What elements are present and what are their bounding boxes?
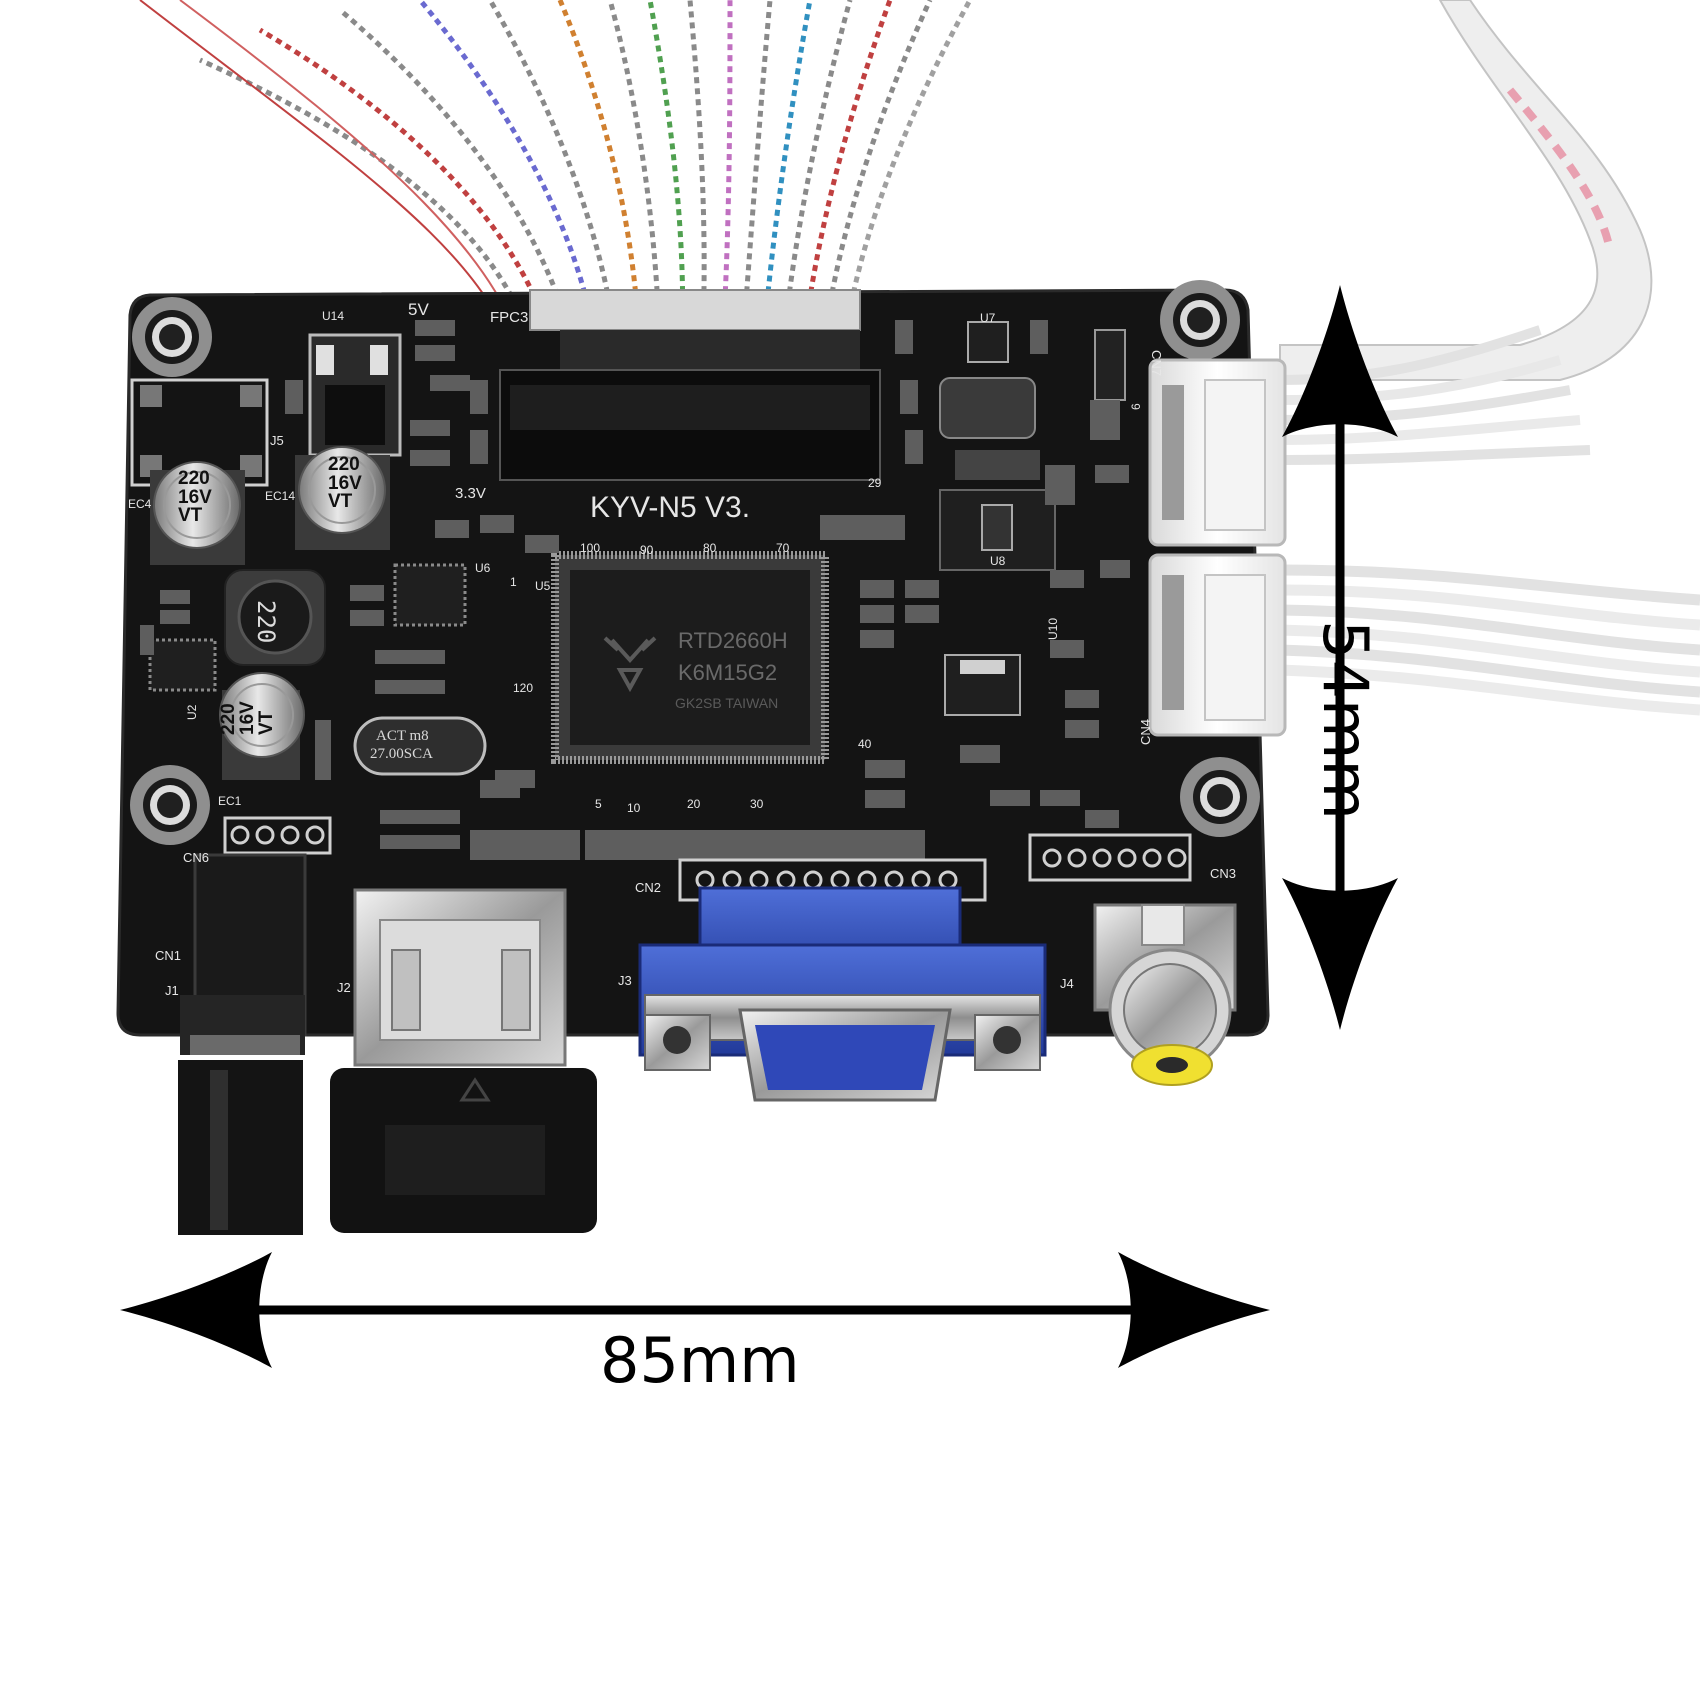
capacitor-ec1: 220 16V VT bbox=[218, 672, 305, 780]
ec4-label: EC4 bbox=[128, 497, 152, 511]
pin-5-label: 5 bbox=[595, 797, 602, 811]
pin-80-label: 80 bbox=[703, 541, 717, 555]
pin-40-label: 40 bbox=[858, 737, 872, 751]
crystal-label-1: ACT m8 bbox=[376, 728, 429, 744]
u5-label: U5 bbox=[535, 579, 551, 593]
chip-label-3: GK2SB TAIWAN bbox=[675, 695, 778, 711]
flat-ribbon-cable bbox=[1279, 0, 1653, 381]
cap-label-voltage: 16V bbox=[178, 487, 212, 508]
lvds-pin-header bbox=[499, 369, 881, 481]
u8-chip bbox=[939, 489, 1056, 571]
cn7-label: CN7 bbox=[1149, 350, 1164, 376]
dc-power-jack-j1 bbox=[178, 853, 307, 1235]
cap-label-series: VT bbox=[178, 505, 203, 526]
silkscreen-labels: KYV-N5 V3. FPC3 U14 5V 3.3V J5 EC4 EC14 … bbox=[128, 300, 1236, 998]
smd-component-pads bbox=[140, 320, 1130, 860]
cap-label-voltage: 16V bbox=[328, 473, 362, 494]
cn6-pin-row bbox=[223, 816, 332, 855]
cap-label-value: 220 bbox=[218, 703, 239, 735]
u7-label: U7 bbox=[980, 311, 996, 325]
u2-label: U2 bbox=[185, 704, 199, 720]
cn1-label: CN1 bbox=[155, 948, 181, 963]
u2-chip bbox=[148, 638, 217, 692]
j3-label: J3 bbox=[618, 973, 632, 988]
chip-label-1: RTD2660H bbox=[678, 628, 788, 653]
width-dimension-label: 85mm bbox=[600, 1324, 800, 1397]
capacitor-ec4: 220 16V VT bbox=[150, 461, 245, 565]
inductor-label: 220 bbox=[252, 600, 280, 643]
u10-regulator bbox=[944, 654, 1021, 716]
ec14-label: EC14 bbox=[265, 489, 295, 503]
cn3-pin-row bbox=[1028, 833, 1192, 882]
pin-29-label: 29 bbox=[868, 476, 882, 490]
mounting-hole-top-right bbox=[1160, 280, 1240, 360]
capacitor-ec14: 220 16V VT bbox=[295, 446, 390, 550]
vga-port-j3 bbox=[638, 886, 1047, 1102]
u10-label: U10 bbox=[1046, 618, 1060, 640]
mounting-hole-bottom-right bbox=[1180, 757, 1260, 837]
width-dimension-arrow bbox=[120, 1252, 1270, 1368]
fpc3-connector bbox=[529, 289, 861, 380]
ec1-label: EC1 bbox=[218, 794, 242, 808]
hdmi-port-j2 bbox=[330, 888, 597, 1233]
mounting-hole-top-left bbox=[132, 297, 212, 377]
cn4-connector bbox=[1148, 553, 1287, 737]
pin-100-label: 100 bbox=[580, 541, 600, 555]
u6-label: U6 bbox=[475, 561, 491, 575]
cap-label-voltage: 16V bbox=[237, 701, 258, 735]
cn7-connector bbox=[1148, 358, 1287, 547]
3v3-label: 3.3V bbox=[455, 485, 486, 502]
crystal-oscillator: ACT m8 27.00SCA bbox=[353, 716, 487, 776]
rca-av-jack-j4 bbox=[1093, 903, 1237, 1086]
cap-label-value: 220 bbox=[178, 468, 210, 489]
pin-90-label: 90 bbox=[640, 543, 654, 557]
pin-30-label: 30 bbox=[750, 797, 764, 811]
pin-20-label: 20 bbox=[687, 797, 701, 811]
rtd2660h-scaler-chip: RTD2660H K6M15G2 GK2SB TAIWAN bbox=[551, 551, 829, 764]
u14-label: U14 bbox=[322, 309, 344, 323]
board-name-label: KYV-N5 V3. bbox=[590, 491, 750, 524]
diode-pads bbox=[939, 329, 1126, 480]
5v-label: 5V bbox=[408, 300, 429, 319]
pin-70-label: 70 bbox=[776, 541, 790, 555]
j2-label: J2 bbox=[337, 980, 351, 995]
pin-120-label: 120 bbox=[513, 681, 533, 695]
pin-6-label: 6 bbox=[1129, 403, 1143, 410]
cn3-label: CN3 bbox=[1210, 866, 1236, 881]
cn4-label: CN4 bbox=[1138, 719, 1153, 745]
height-dimension-label: 54mm bbox=[1309, 620, 1382, 820]
cn6-label: CN6 bbox=[183, 850, 209, 865]
inductor: 220 bbox=[224, 569, 326, 666]
crystal-label-2: 27.00SCA bbox=[370, 746, 433, 762]
cap-label-series: VT bbox=[328, 491, 353, 512]
pin-1-label: 1 bbox=[510, 575, 517, 589]
u8-label: U8 bbox=[990, 554, 1006, 568]
j4-label: J4 bbox=[1060, 976, 1074, 991]
height-dimension-arrow bbox=[1282, 285, 1398, 1030]
cap-label-value: 220 bbox=[328, 454, 360, 475]
u14-regulator bbox=[308, 333, 402, 457]
u7-chip bbox=[967, 321, 1009, 363]
pin-10-label: 10 bbox=[627, 801, 641, 815]
lvds-twisted-wire-harness bbox=[139, 0, 973, 381]
chip-label-2: K6M15G2 bbox=[678, 660, 777, 685]
cn2-label: CN2 bbox=[635, 880, 661, 895]
white-wire-bundle-cn4 bbox=[1279, 564, 1700, 716]
mounting-hole-bottom-left bbox=[130, 765, 210, 845]
fpc3-label: FPC3 bbox=[490, 309, 528, 326]
u6-chip bbox=[393, 563, 467, 627]
cap-label-series: VT bbox=[256, 710, 277, 735]
j5-label: J5 bbox=[270, 433, 284, 448]
j1-label: J1 bbox=[165, 983, 179, 998]
